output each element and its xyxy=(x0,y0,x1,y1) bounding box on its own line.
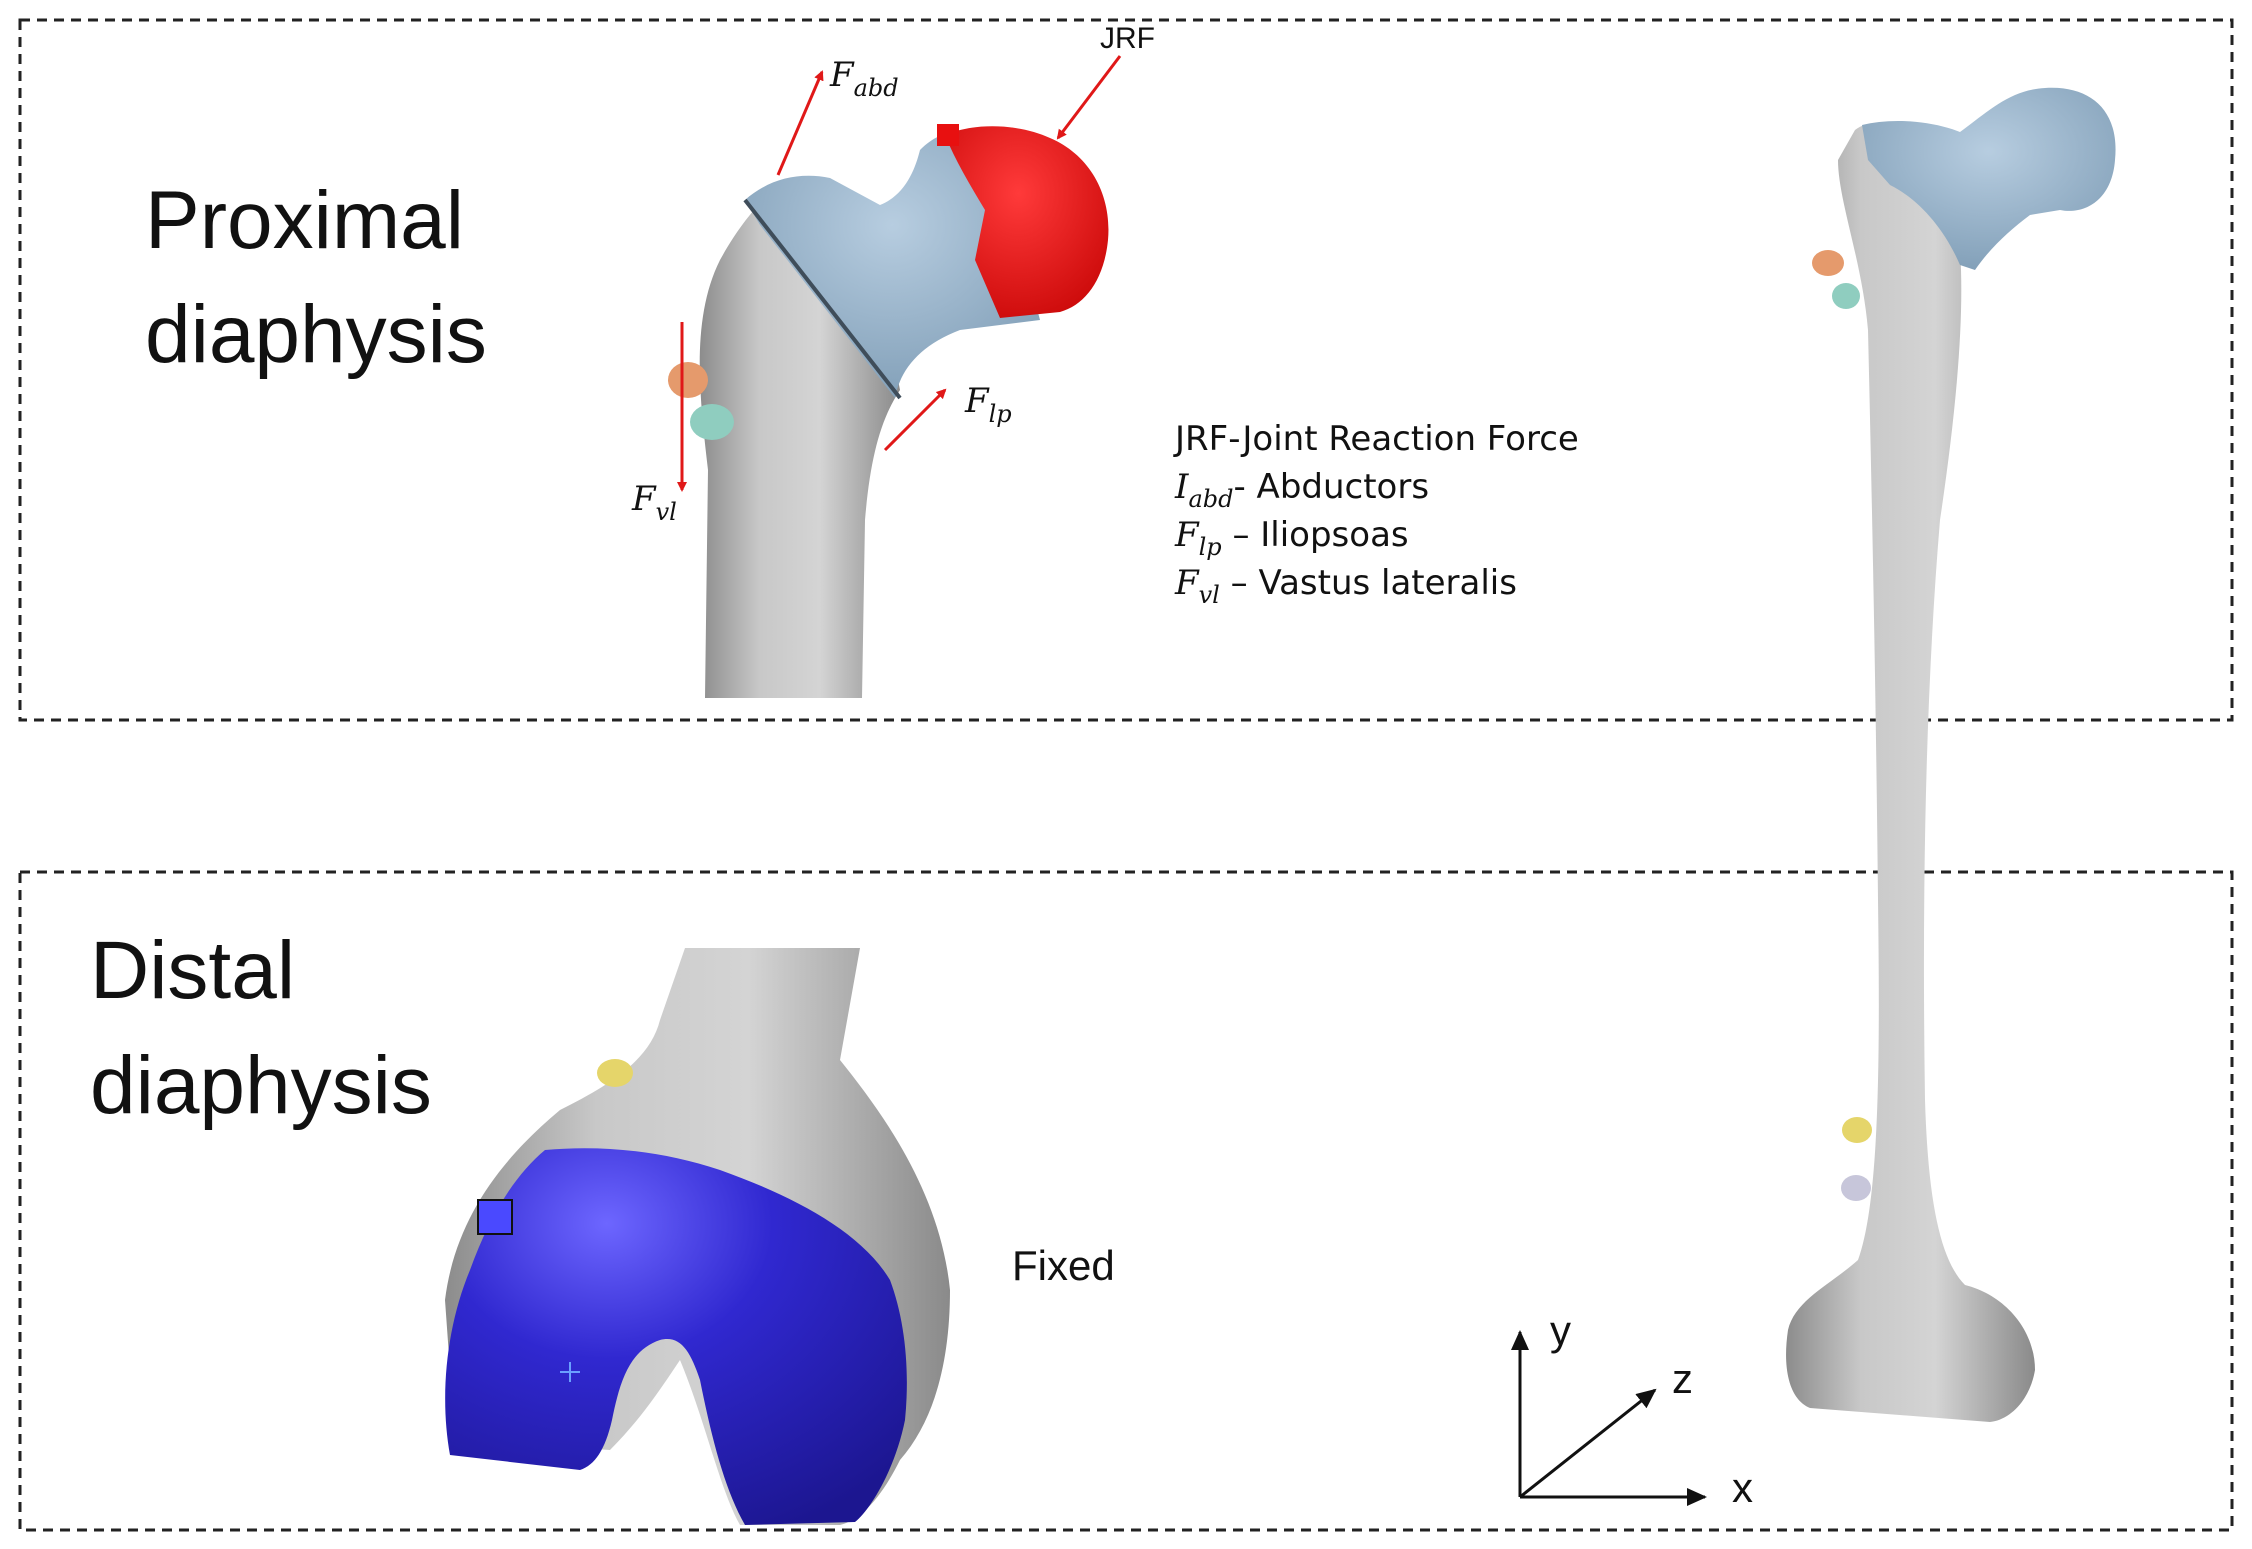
coordinate-axes: y x z xyxy=(1511,1307,1753,1511)
force-legend: JRF-Joint Reaction Force Iabd- Abductors… xyxy=(1173,419,1579,609)
full-implant-orange xyxy=(1812,250,1844,276)
full-femur-model xyxy=(1786,87,2116,1422)
full-implant-teal xyxy=(1832,283,1860,309)
fixed-marker xyxy=(477,1199,513,1235)
legend-iliopsoas: Flp – Iliopsoas xyxy=(1174,515,1409,561)
abductor-force-label: Fabd xyxy=(829,55,899,102)
distal-title-line2: diaphysis xyxy=(90,1040,432,1131)
legend-abductors: Iabd- Abductors xyxy=(1174,467,1429,513)
distal-fixed-region xyxy=(445,1148,907,1525)
implant-teal xyxy=(690,404,734,440)
implant-orange xyxy=(668,362,708,398)
z-axis-label: z xyxy=(1672,1355,1693,1402)
proximal-femur-model xyxy=(668,124,1109,698)
legend-jrf: JRF-Joint Reaction Force xyxy=(1173,419,1579,459)
full-implant-yellow xyxy=(1842,1117,1872,1143)
jrf-label: JRF xyxy=(1100,22,1155,55)
jrf-force-arrow xyxy=(1056,55,1122,140)
crosshair-icon xyxy=(560,1362,580,1382)
femoral-head-load-region xyxy=(945,126,1109,319)
distal-title-line1: Distal xyxy=(90,925,295,1016)
distal-femur-model xyxy=(445,948,950,1525)
greater-trochanter-region xyxy=(745,132,1040,398)
iliopsoas-force-label: Flp xyxy=(964,381,1012,428)
full-femur-head-region xyxy=(1862,87,2116,270)
x-axis-label: x xyxy=(1732,1464,1753,1511)
proximal-region-box xyxy=(18,18,2234,722)
distal-region-box xyxy=(18,870,2234,1532)
legend-vastus-lateralis: Fvl – Vastus lateralis xyxy=(1174,563,1517,609)
vastus-lateralis-force-label: Fvl xyxy=(631,479,677,526)
proximal-title-line1: Proximal xyxy=(145,175,464,266)
full-implant-lavender xyxy=(1841,1175,1871,1201)
proximal-title-line2: diaphysis xyxy=(145,289,487,380)
neck-edge-line xyxy=(743,198,902,400)
load-marker xyxy=(937,124,959,146)
iliopsoas-force-arrow xyxy=(883,388,947,452)
fixed-label: Fixed xyxy=(1012,1242,1115,1289)
y-axis-label: y xyxy=(1550,1307,1571,1354)
abductor-force-arrow xyxy=(776,70,824,176)
z-axis-arrow xyxy=(1519,1388,1657,1499)
full-femur-bone xyxy=(1786,123,2035,1422)
distal-implant-yellow xyxy=(597,1059,633,1087)
